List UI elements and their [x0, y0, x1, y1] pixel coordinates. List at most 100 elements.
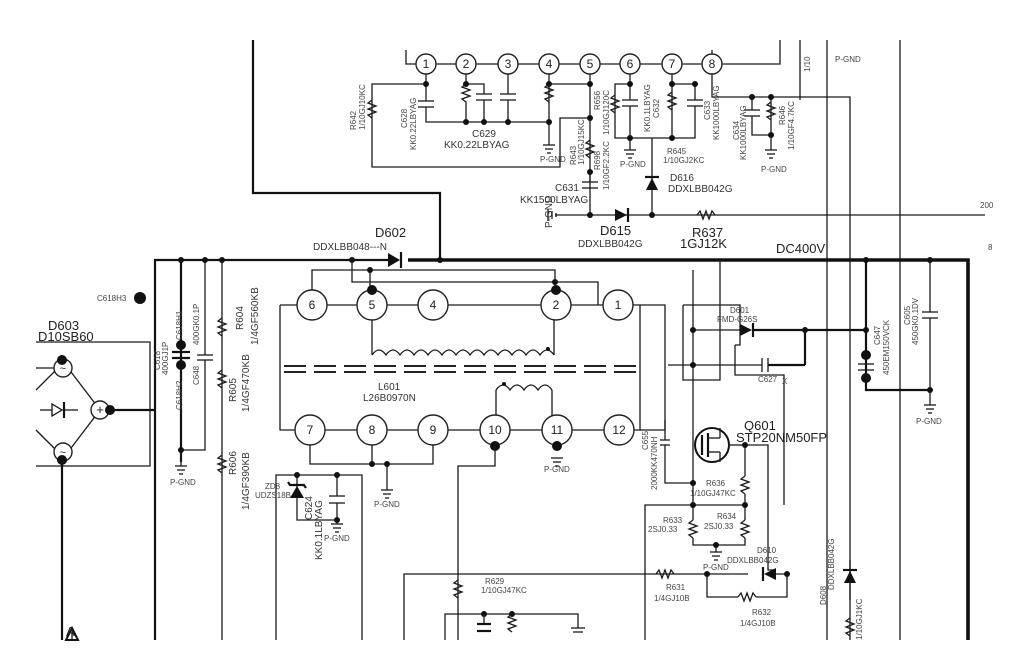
label-R634-ref: R634 [717, 512, 737, 521]
label-C655-value: 2000KK470NH [650, 436, 659, 490]
transformer-pin-9: 9 [417, 414, 449, 446]
label-C628-value: KK0.22LBYAG [409, 98, 418, 150]
ground-label: P-GND [374, 500, 400, 509]
svg-text:11: 11 [551, 423, 564, 437]
transformer-pin-10: 10 [479, 414, 511, 446]
svg-text:8: 8 [369, 423, 376, 437]
label-ZD8-value: UDZS18B [255, 491, 291, 500]
svg-text:1: 1 [615, 298, 622, 312]
diode-D615-symbol [615, 208, 630, 222]
label-C629-ref: C629 [472, 129, 496, 140]
label-R636-value: 1/10GJ47KC [690, 489, 736, 498]
label-C634-value: KK1000LBYAG [739, 105, 748, 160]
ground-symbol [924, 404, 936, 414]
connector-pin-3: 3 [497, 53, 519, 75]
transformer-pin-8: 8 [356, 414, 388, 446]
ground-symbol [571, 627, 585, 633]
label-C647: C647 [873, 325, 882, 345]
label-R629-value: 1/10GJ47KC [481, 586, 527, 595]
ground-label: P-GND [916, 417, 942, 426]
resistor-R643-symbol [543, 83, 555, 103]
diode-D616-symbol [645, 175, 659, 190]
label-R656-value: 1/10GJ120C [602, 90, 611, 135]
label-C618-value: 400GJ1P [161, 342, 170, 375]
label-R643-value: 1/10GJ15KC [577, 119, 586, 165]
label-C618H3: C618H3 [97, 294, 127, 303]
label-D602-value: DDXLBB048---N [313, 242, 387, 253]
resistor-R605-symbol [216, 369, 228, 389]
svg-text:2: 2 [553, 298, 560, 312]
junction-dots [423, 81, 774, 218]
switch-section-wires [640, 260, 938, 640]
svg-text:12: 12 [612, 423, 626, 437]
label-R698: R698 [593, 150, 602, 170]
ground-symbol [551, 457, 563, 467]
transformer-L601: 6 5 4 2 1 7 8 9 10 11 12 [279, 260, 641, 451]
junction-dots [437, 257, 933, 577]
label-D615-ref: D615 [600, 223, 631, 238]
transformer-pin-7: 7 [294, 414, 326, 446]
svg-text:~: ~ [60, 363, 66, 375]
label-R642-value: 1/10GJ10KC [358, 84, 367, 130]
resistor-R642-symbol [366, 99, 378, 119]
label-D603-ref: D603 [48, 318, 79, 333]
label-R637-value: 1GJ12K [680, 236, 727, 251]
warning-marker-label: A [66, 624, 75, 639]
label-R606: R606 [228, 451, 239, 475]
label-R634-value: 2SJ0.33 [704, 522, 734, 531]
label-R605-value: 1/4GF470KB [241, 354, 252, 412]
test-point-C618H2 [176, 360, 186, 370]
resistor-R632-symbol [737, 591, 757, 603]
ground-label: P-GND [620, 160, 646, 169]
diode-D608-symbol [843, 568, 857, 583]
resistor-R637-symbol [696, 209, 716, 221]
label-Q601-ref: Q601 [744, 418, 776, 433]
diode-D601-symbol [740, 323, 755, 337]
label-C605: C605 [903, 305, 912, 325]
label-C648-value: 400GK0.1P [192, 304, 201, 345]
label-C624-value: KK0.1LBYAG [314, 500, 325, 560]
label-R633-value: 2SJ0.33 [648, 525, 678, 534]
label-D610-ref: D610 [757, 546, 777, 555]
connector-pin-2: 2 [455, 53, 477, 75]
label-C632-value: KK0.1LBYAG [643, 84, 652, 132]
label-R631-ref: R631 [666, 583, 686, 592]
connector-pin-5: 5 [579, 53, 601, 75]
label-D602-ref: D602 [375, 225, 406, 240]
svg-text:4: 4 [546, 57, 553, 71]
label-R694-value: 1/10GJ1KC [855, 598, 864, 640]
svg-text:5: 5 [369, 298, 376, 312]
capacitor-C627-symbol [761, 358, 769, 372]
connector-pin-1: 1 [415, 53, 437, 75]
svg-text:6: 6 [627, 57, 634, 71]
ground-symbol [331, 523, 343, 533]
label-C632: C632 [652, 98, 661, 118]
junction-dots [178, 257, 355, 453]
resistor-R633-symbol [687, 519, 699, 539]
label-C627-ref: C627 [758, 375, 778, 384]
top-feed-wire [251, 40, 442, 260]
svg-text:3: 3 [505, 57, 512, 71]
ground-symbol [175, 450, 187, 475]
label-R629-ref: R629 [485, 577, 505, 586]
resistor-R644-symbol [460, 83, 472, 122]
edge-label: 200 [980, 201, 994, 210]
label-D608-value: DDXLBB042G [827, 538, 836, 590]
ground-label: P-GND [703, 563, 729, 572]
label-R645-value: 1/10GJ2KC [663, 156, 705, 165]
svg-text:8: 8 [709, 57, 716, 71]
label-R604: R604 [235, 306, 246, 330]
net-label-dc400v: DC400V [776, 241, 825, 256]
label-C633: C633 [703, 100, 712, 120]
label-L601-part: L26B0970N [363, 393, 416, 404]
diode-D602-symbol [388, 252, 403, 268]
ground-label: P-GND [170, 478, 196, 487]
top-network-wires [371, 40, 985, 640]
ground-label: P-GND [544, 465, 570, 474]
svg-text:4: 4 [430, 298, 437, 312]
label-D610-value: DDXLBB042G [727, 556, 779, 565]
label-D601-value: FMD-G26S [717, 315, 757, 324]
svg-text:+: + [96, 402, 104, 417]
label-C633-value: KK1000LBYAG [712, 85, 721, 140]
